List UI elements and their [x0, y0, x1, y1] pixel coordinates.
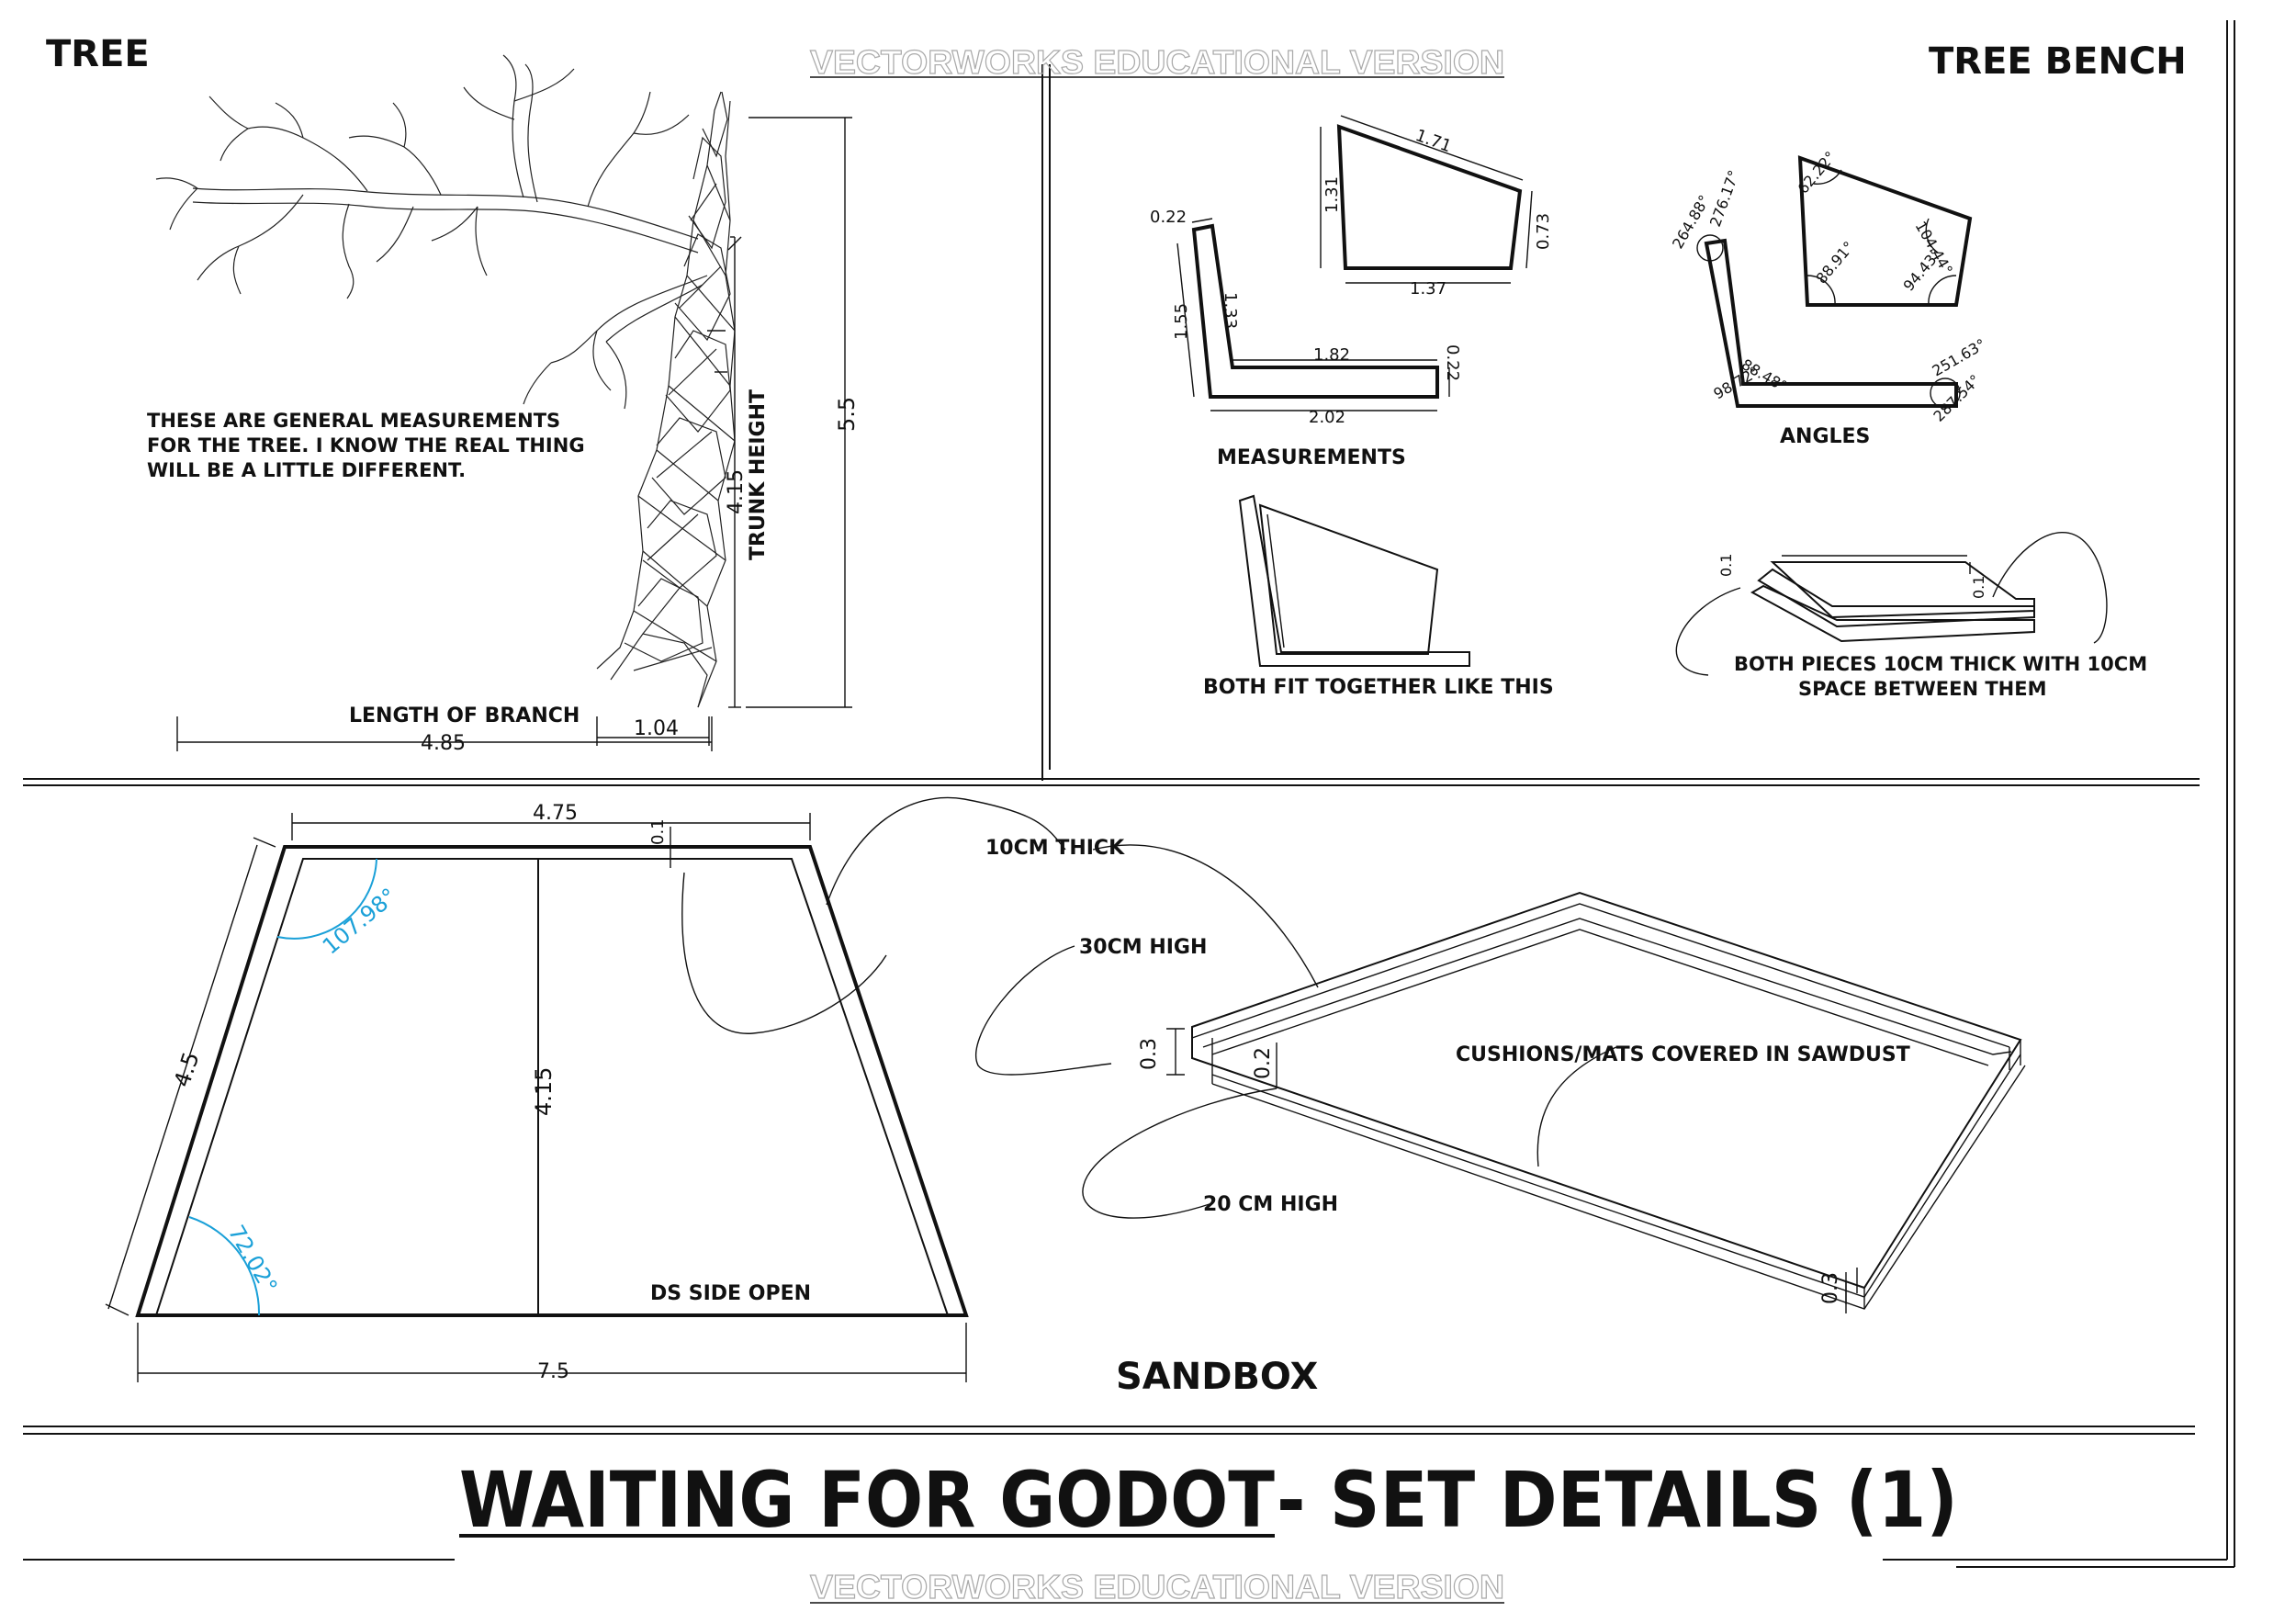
high30-label: 30CM HIGH — [1079, 936, 1207, 959]
iso-dim-03b: 0.3 — [1819, 1272, 1842, 1304]
tree-section: TREE — [46, 33, 860, 755]
sheet-title: WAITING FOR GODOT - SET DETAILS (1) — [459, 1455, 1958, 1545]
sandbox-side-length: 4.5 — [169, 1049, 204, 1090]
tree-total-height: 5.5 — [834, 397, 860, 432]
back-dim-top: 1.71 — [1412, 126, 1454, 156]
sandbox-top-width: 4.75 — [533, 802, 578, 825]
bench-back-piece: 1.71 1.31 0.73 1.37 — [1320, 115, 1553, 299]
high20-label: 20 CM HIGH — [1203, 1193, 1338, 1216]
ds-side-label: DS SIDE OPEN — [650, 1282, 811, 1305]
back-dim-left: 1.31 — [1322, 176, 1342, 213]
bench-angles-back: 62.22° 104.44° 88.91° 94.43° — [1795, 148, 1973, 307]
bench-fit-drawing — [1238, 494, 1470, 667]
seat-angle-2: 276.17° — [1706, 168, 1743, 230]
trunk-width-value: 1.04 — [634, 717, 679, 740]
sheet-title-main: WAITING FOR GODOT — [459, 1455, 1275, 1545]
sandbox-leaders — [681, 796, 1617, 1219]
watermark-bottom: VECTORWORKS EDUCATIONAL VERSION — [810, 1568, 1504, 1606]
sandbox-rim: 0.1 — [648, 818, 668, 845]
angles-caption: ANGLES — [1780, 425, 1870, 448]
bench-heading: TREE BENCH — [1929, 40, 2187, 83]
tree-note-line-2: FOR THE TREE. I KNOW THE REAL THING — [147, 434, 585, 456]
thickness-dim-1: 0.1 — [1717, 554, 1735, 577]
sandbox-iso: 0.3 0.2 0.3 — [1138, 891, 2026, 1313]
seat-dim-outer-h: 1.55 — [1172, 303, 1191, 340]
measurements-caption: MEASUREMENTS — [1217, 446, 1406, 469]
bench-thickness-drawing: 0.1 0.1 — [1675, 531, 2108, 676]
bench-seat-piece: 0.22 1.55 1.33 1.82 0.22 2.02 — [1150, 208, 1462, 427]
seat-angle-5: 251.63° — [1930, 335, 1989, 379]
watermark-top: VECTORWORKS EDUCATIONAL VERSION — [810, 43, 1504, 81]
thick-caption-line-2: SPACE BETWEEN THEM — [1798, 678, 2046, 700]
back-angle-3: 88.91° — [1813, 238, 1858, 287]
seat-dim-top: 0.22 — [1150, 208, 1187, 227]
sandbox-section: SANDBOX 4.75 0.1 4.5 4.15 7.5 107.98° — [105, 796, 2026, 1398]
sandbox-heading: SANDBOX — [1116, 1356, 1319, 1398]
sandbox-depth: 4.15 — [531, 1067, 557, 1116]
tree-note-line-3: WILL BE A LITTLE DIFFERENT. — [147, 459, 466, 481]
seat-dim-inner-h: 1.33 — [1221, 292, 1240, 329]
thickness-dim-2: 0.1 — [1970, 576, 1987, 599]
back-dim-bottom: 1.37 — [1410, 279, 1446, 299]
seat-dim-outer-len: 2.02 — [1309, 408, 1345, 427]
tree-trunk-wireframe — [596, 91, 736, 708]
sandbox-plan: 4.75 0.1 4.5 4.15 7.5 107.98° 72.02° DS … — [105, 802, 969, 1383]
cushion-label: CUSHIONS/MATS COVERED IN SAWDUST — [1456, 1043, 1910, 1066]
iso-dim-03: 0.3 — [1138, 1038, 1161, 1070]
thick-label: 10CM THICK — [985, 837, 1125, 860]
bench-section: TREE BENCH 1.71 1.31 0.73 1.37 0.22 1.55… — [1150, 40, 2187, 700]
trunk-height-value: 4.15 — [725, 469, 748, 514]
seat-dim-end-h: 0.22 — [1443, 344, 1462, 381]
sandbox-bottom-width: 7.5 — [537, 1360, 569, 1383]
tree-branches-wireframe — [155, 54, 708, 410]
tree-heading: TREE — [46, 33, 150, 75]
tree-note-line-1: THESE ARE GENERAL MEASUREMENTS — [147, 410, 560, 432]
sheet-frame — [23, 20, 2235, 1568]
iso-dim-02: 0.2 — [1252, 1047, 1275, 1079]
seat-dim-inner-len: 1.82 — [1313, 345, 1350, 365]
fit-caption: BOTH FIT TOGETHER LIKE THIS — [1203, 676, 1554, 699]
branch-length-value: 4.85 — [421, 732, 466, 755]
sandbox-angle-bottom: 72.02° — [223, 1221, 283, 1298]
back-dim-right: 0.73 — [1534, 213, 1553, 250]
branch-length-label: LENGTH OF BRANCH — [349, 704, 580, 727]
sheet-title-rest: - SET DETAILS (1) — [1277, 1455, 1958, 1545]
trunk-height-label: TRUNK HEIGHT — [747, 389, 770, 560]
sandbox-angle-top: 107.98° — [318, 883, 402, 959]
thick-caption-line-1: BOTH PIECES 10CM THICK WITH 10CM — [1734, 653, 2147, 675]
